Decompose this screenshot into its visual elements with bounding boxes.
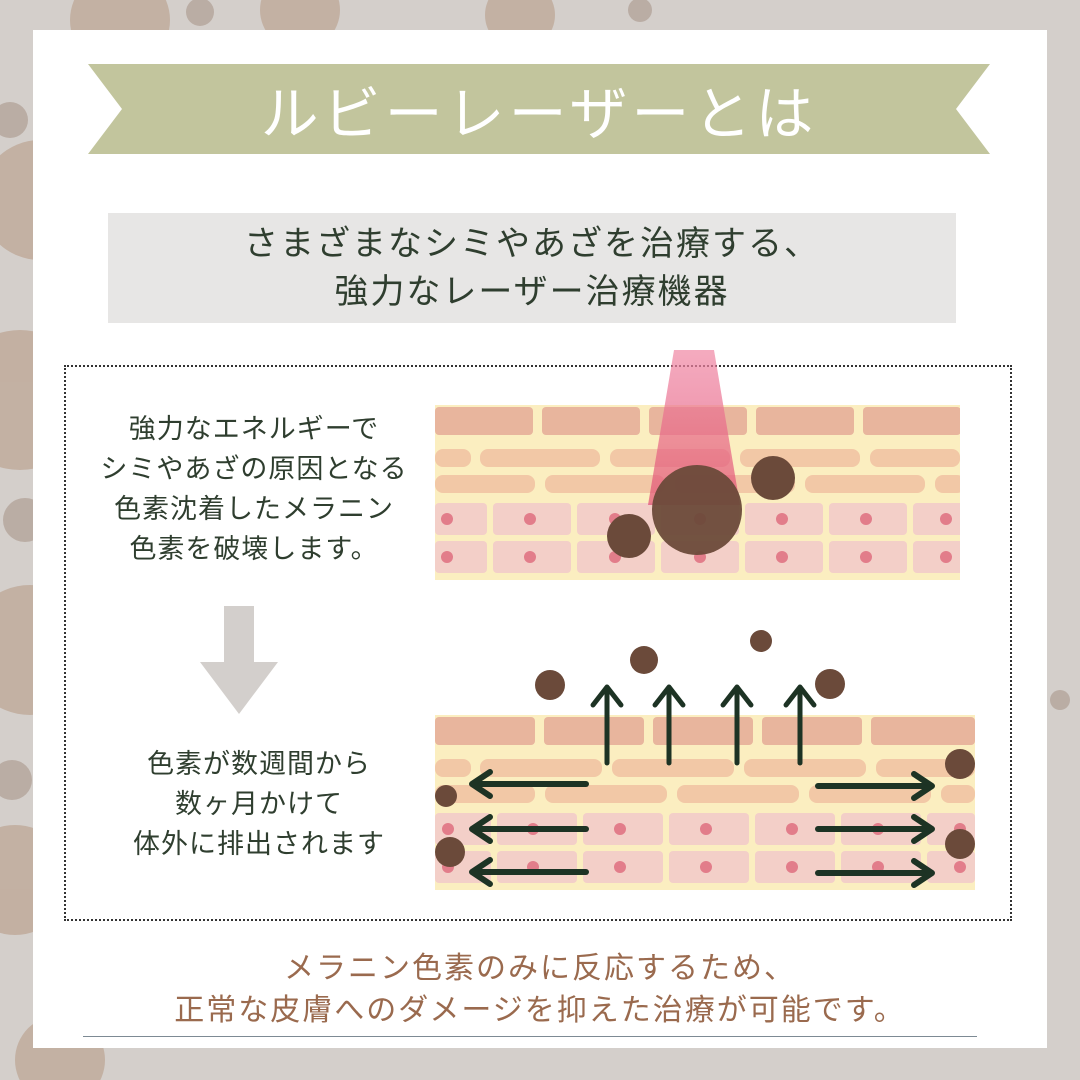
note-line-1: メラニン色素のみに反応するため、 (284, 951, 796, 986)
skin-diagram (435, 350, 975, 890)
bottom-note: メラニン色素のみに反応するため、 正常な皮膚へのダメージを抑えた治療が可能です。 (80, 948, 1000, 1032)
step1-text: 強力なエネルギーで シミやあざの原因となる 色素沈着したメラニン 色素を破壊しま… (74, 410, 434, 570)
down-arrow-icon (200, 606, 278, 714)
page-title: ルビーレーザーとは (260, 80, 818, 148)
step2-line: 体外に排出されます (133, 829, 385, 860)
subtitle-line-1: さまざまなシミやあざを治療する、 (244, 224, 820, 264)
skin-layers-after (435, 715, 975, 890)
step1-line: シミやあざの原因となる (100, 454, 408, 485)
title-banner: ルビーレーザーとは (88, 64, 990, 154)
note-line-2: 正常な皮膚へのダメージを抑えた治療が可能です。 (174, 993, 906, 1028)
ribbon-shape (88, 64, 990, 154)
melanin-particles (435, 630, 975, 867)
bottom-divider (83, 1036, 977, 1037)
step1-line: 色素沈着したメラニン (114, 494, 394, 525)
melanin-before (607, 456, 795, 558)
step2-line: 数ヶ月かけて (175, 789, 343, 820)
up-arrow-icon (590, 684, 817, 766)
explanation-frame (64, 365, 1012, 921)
step1-line: 色素を破壊します。 (129, 534, 379, 565)
step2-text: 色素が数週間から 数ヶ月かけて 体外に排出されます (84, 745, 434, 865)
side-arrow-icon (469, 769, 935, 888)
subtitle-line-2: 強力なレーザー治療機器 (334, 272, 730, 312)
subtitle-box: さまざまなシミやあざを治療する、 強力なレーザー治療機器 (108, 213, 956, 323)
step1-line: 強力なエネルギーで (128, 414, 380, 445)
step2-line: 色素が数週間から (147, 749, 371, 780)
laser-beam-icon (648, 350, 740, 505)
